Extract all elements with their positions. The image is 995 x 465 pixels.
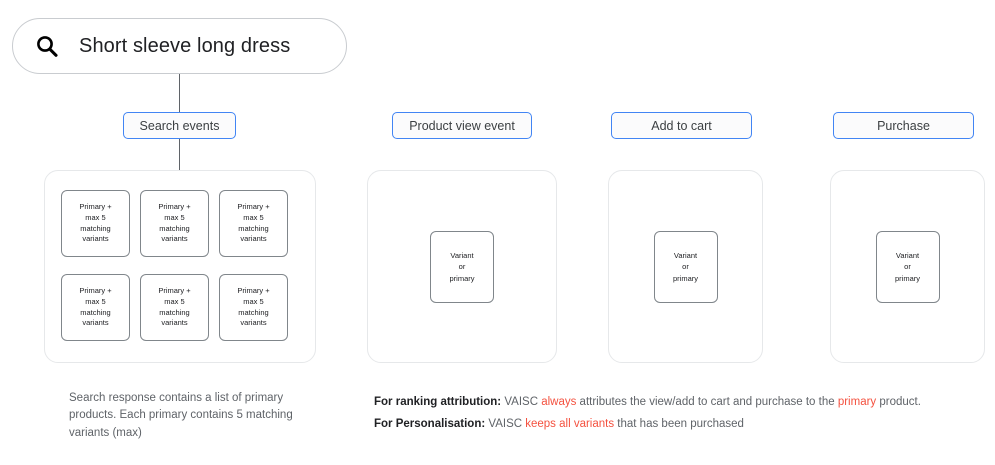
card-line: max 5 — [164, 212, 185, 222]
card-line: primary — [894, 273, 920, 283]
card-line: Primary + — [79, 201, 112, 211]
card-line: matching — [159, 223, 190, 233]
primary-variant-grid: Primary + max 5 matching variants Primar… — [61, 190, 288, 341]
card-line: matching — [80, 223, 111, 233]
card-line: Primary + — [237, 285, 270, 295]
personalisation-label: For Personalisation: — [374, 418, 486, 431]
pill-purchase[interactable]: Purchase — [833, 112, 974, 139]
card-line: primary — [672, 273, 698, 283]
card-line: variants — [82, 234, 109, 244]
variant-or-primary-card[interactable]: Variant or primary — [875, 231, 940, 303]
primary-variant-card[interactable]: Primary + max 5 matching variants — [140, 274, 209, 341]
panel-purchase: Variant or primary — [830, 170, 985, 363]
card-line: Primary + — [158, 201, 191, 211]
card-line: Primary + — [158, 285, 191, 295]
card-line: Primary + — [79, 285, 112, 295]
ranking-text-part3: product. — [876, 396, 921, 408]
personalisation-text-part2: that has been purchased — [614, 418, 744, 431]
card-line: matching — [238, 307, 269, 317]
primary-variant-card[interactable]: Primary + max 5 matching variants — [61, 274, 130, 341]
search-response-caption: Search response contains a list of prima… — [69, 392, 293, 439]
annotations-block: For ranking attribution: VAISC always at… — [374, 391, 921, 436]
card-line: or — [682, 262, 689, 272]
ranking-highlight-primary: primary — [837, 396, 877, 408]
ranking-attribution-line: For ranking attribution: VAISC always at… — [374, 391, 921, 413]
pill-search-events[interactable]: Search events — [123, 112, 236, 139]
personalisation-line: For Personalisation: VAISC keeps all var… — [374, 413, 921, 435]
search-bar[interactable]: Short sleeve long dress — [12, 18, 347, 74]
panel-add-to-cart: Variant or primary — [608, 170, 763, 363]
personalisation-highlight-keeps-all-variants: keeps all variants — [525, 418, 615, 431]
card-line: matching — [80, 307, 111, 317]
card-line: variants — [240, 318, 267, 328]
card-line: Variant — [673, 251, 698, 261]
panel-product-view-event: Variant or primary — [367, 170, 557, 363]
pill-add-to-cart[interactable]: Add to cart — [611, 112, 752, 139]
primary-variant-card[interactable]: Primary + max 5 matching variants — [219, 274, 288, 341]
card-line: Variant — [450, 251, 474, 261]
primary-variant-card[interactable]: Primary + max 5 matching variants — [219, 190, 288, 257]
card-line: variants — [161, 318, 188, 328]
variant-or-primary-card[interactable]: Variant or primary — [430, 231, 494, 303]
variant-or-primary-card[interactable]: Variant or primary — [653, 231, 718, 303]
panel-search-events: Primary + max 5 matching variants Primar… — [44, 170, 316, 363]
card-line: max 5 — [243, 296, 264, 306]
card-line: max 5 — [85, 212, 106, 222]
card-line: max 5 — [164, 296, 185, 306]
card-line: max 5 — [85, 296, 106, 306]
card-line: matching — [159, 307, 190, 317]
primary-variant-card[interactable]: Primary + max 5 matching variants — [140, 190, 209, 257]
card-line: primary — [449, 273, 475, 283]
ranking-text-part2: attributes the view/add to cart and purc… — [576, 396, 838, 408]
connector-line-top — [179, 74, 180, 112]
search-icon — [37, 36, 58, 57]
card-line: max 5 — [243, 212, 264, 222]
card-line: Variant — [895, 251, 920, 261]
card-line: Primary + — [237, 201, 270, 211]
personalisation-text-part1: VAISC — [485, 418, 526, 431]
card-line: variants — [240, 234, 267, 244]
ranking-text-part1: VAISC — [501, 396, 542, 408]
card-line: matching — [238, 223, 269, 233]
ranking-attribution-label: For ranking attribution: — [374, 396, 502, 408]
card-line: or — [458, 262, 466, 272]
ranking-highlight-always: always — [541, 396, 577, 408]
card-line: variants — [161, 234, 188, 244]
primary-variant-card[interactable]: Primary + max 5 matching variants — [61, 190, 130, 257]
card-line: variants — [82, 318, 109, 328]
connector-line-bottom — [179, 139, 180, 170]
pill-product-view-event[interactable]: Product view event — [392, 112, 532, 139]
search-query-text: Short sleeve long dress — [79, 34, 291, 57]
card-line: or — [904, 262, 911, 272]
